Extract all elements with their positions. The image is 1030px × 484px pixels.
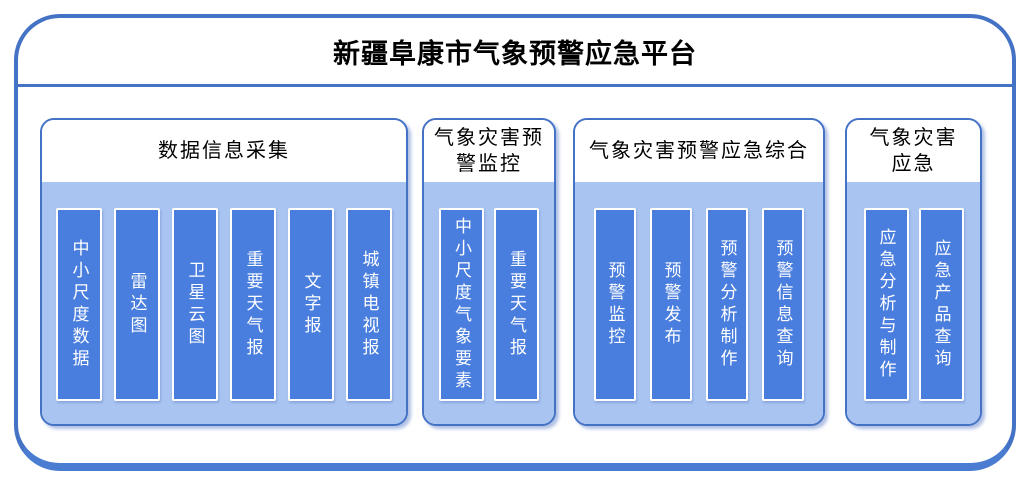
group-items: 中小尺度气象要素 重要天气报 (424, 182, 554, 424)
item-box: 预警信息查询 (762, 208, 804, 401)
group-items: 应急分析与制作 应急产品查询 (847, 182, 980, 424)
diagram-body: 数据信息采集 中小尺度数据 雷达图 卫星云图 重要天气报 文字报 城镇电视报 气… (18, 87, 1012, 460)
group-header: 气象灾害预警应急综合 (575, 120, 823, 182)
item-box: 应急分析与制作 (863, 208, 909, 401)
item-box: 预警发布 (650, 208, 692, 401)
item-box: 重要天气报 (494, 208, 539, 401)
item-box: 预警分析制作 (706, 208, 748, 401)
group-disaster-emergency: 气象灾害 应急 应急分析与制作 应急产品查询 (845, 118, 982, 426)
item-box: 雷达图 (114, 208, 160, 401)
item-box: 重要天气报 (230, 208, 276, 401)
item-box: 预警监控 (594, 208, 636, 401)
item-box: 应急产品查询 (918, 208, 964, 401)
group-header: 气象灾害 应急 (847, 120, 980, 182)
group-items: 中小尺度数据 雷达图 卫星云图 重要天气报 文字报 城镇电视报 (42, 182, 406, 424)
group-header: 气象灾害预 警监控 (424, 120, 554, 182)
group-items: 预警监控 预警发布 预警分析制作 预警信息查询 (575, 182, 823, 424)
title-bar: 新疆阜康市气象预警应急平台 (18, 18, 1012, 87)
platform-frame: 新疆阜康市气象预警应急平台 数据信息采集 中小尺度数据 雷达图 卫星云图 重要天… (14, 14, 1016, 471)
group-warning-emergency-comprehensive: 气象灾害预警应急综合 预警监控 预警发布 预警分析制作 预警信息查询 (573, 118, 825, 426)
platform-title: 新疆阜康市气象预警应急平台 (333, 38, 697, 69)
group-data-collection: 数据信息采集 中小尺度数据 雷达图 卫星云图 重要天气报 文字报 城镇电视报 (40, 118, 408, 426)
item-box: 文字报 (288, 208, 334, 401)
item-box: 中小尺度数据 (56, 208, 102, 401)
group-header: 数据信息采集 (42, 120, 406, 182)
item-box: 中小尺度气象要素 (439, 208, 484, 401)
item-box: 卫星云图 (172, 208, 218, 401)
group-warning-monitoring: 气象灾害预 警监控 中小尺度气象要素 重要天气报 (422, 118, 556, 426)
item-box: 城镇电视报 (346, 208, 392, 401)
